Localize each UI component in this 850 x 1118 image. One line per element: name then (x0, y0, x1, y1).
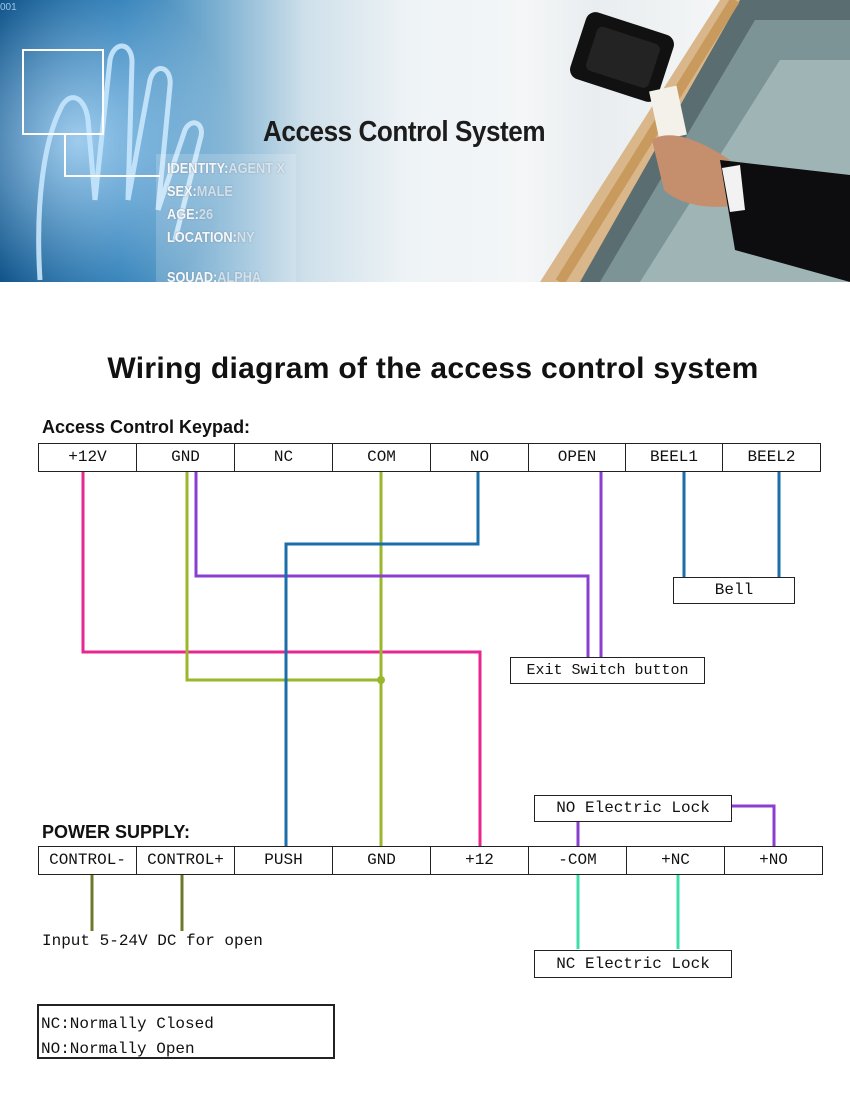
header-banner: 001 Access Control System IDENTITY:AGENT… (0, 0, 850, 282)
wire-12v (81, 471, 482, 847)
id-value: ALPHA (217, 269, 262, 282)
id-key: SEX: (167, 183, 197, 200)
id-key: LOCATION: (167, 229, 237, 246)
id-key: IDENTITY: (167, 160, 229, 177)
power-supply-label: POWER SUPPLY: (42, 822, 191, 842)
id-card-line: LOCATION:NY (167, 229, 255, 246)
power-terminal: -COM (529, 847, 627, 874)
keypad-terminal: BEEL2 (747, 448, 796, 466)
id-card-line: AGE:26 (167, 206, 213, 223)
id-card-line: SQUAD:ALPHA (167, 269, 261, 282)
keypad-terminal: NC (235, 444, 333, 471)
keypad-terminal: COM (333, 444, 431, 471)
keypad-terminal: OPEN (529, 444, 626, 471)
id-value: AGENT X (228, 160, 286, 177)
card-reader-graphic (570, 12, 674, 102)
id-value: 26 (198, 206, 214, 223)
power-terminal: PUSH (235, 847, 333, 874)
keypad-terminal: +12V (39, 444, 137, 471)
keypad-terminal: BEEL1 (626, 444, 723, 471)
wire-gnd-exit (194, 471, 590, 657)
power-terminal: GND (333, 847, 431, 874)
power-terminal: +12 (431, 847, 529, 874)
diagram-title: Wiring diagram of the access control sys… (107, 352, 759, 385)
id-key: SQUAD: (167, 269, 218, 282)
exit-switch-box: Exit Switch button (510, 657, 705, 684)
power-terminal: CONTROL- (39, 847, 137, 874)
nc-electric-lock-box: NC Electric Lock (534, 950, 732, 978)
wire-no-push (284, 471, 480, 847)
id-key: AGE: (167, 206, 199, 223)
id-card-line: SEX:MALE (167, 183, 233, 200)
input-voltage-note: Input 5-24V DC for open (42, 932, 263, 950)
wire-gnd (185, 471, 380, 682)
abbreviation-legend: NC:Normally Closed NO:Normally Open (37, 1004, 335, 1059)
wire-nolock-no (732, 804, 776, 847)
id-card-line: IDENTITY:AGENT X (167, 160, 285, 177)
legend-item: NO:Normally Open (41, 1040, 195, 1058)
banner-title: Access Control System (263, 116, 546, 148)
id-value: NY (236, 229, 255, 246)
banner-artwork (0, 0, 850, 282)
no-electric-lock-box: NO Electric Lock (534, 795, 732, 822)
bell-box: Bell (673, 577, 795, 604)
keypad-label: Access Control Keypad: (42, 417, 251, 437)
keypad-terminal: GND (137, 444, 235, 471)
wire-junction (377, 676, 385, 684)
power-supply-terminal-strip: CONTROL- CONTROL+ PUSH GND +12 -COM +NC … (38, 846, 823, 875)
power-terminal: +NO (759, 851, 788, 869)
id-value: MALE (196, 183, 233, 200)
legend-item: NC:Normally Closed (41, 1015, 214, 1033)
access-card (649, 85, 687, 141)
power-terminal: +NC (627, 847, 725, 874)
power-terminal: CONTROL+ (137, 847, 235, 874)
keypad-terminal: NO (431, 444, 529, 471)
scan-frame (22, 49, 104, 135)
keypad-terminal-strip: +12V GND NC COM NO OPEN BEEL1 BEEL2 (38, 443, 821, 472)
banner-code: 001 (0, 2, 17, 13)
hand-graphic (652, 135, 738, 207)
